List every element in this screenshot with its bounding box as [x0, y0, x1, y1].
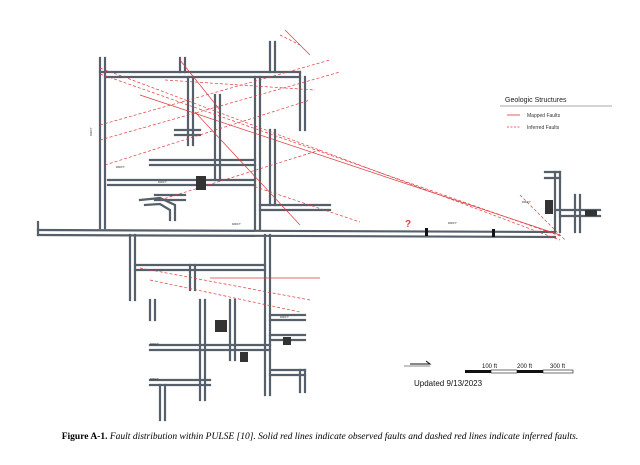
svg-text:DRIFT: DRIFT	[116, 165, 125, 169]
svg-text:DRIFT: DRIFT	[150, 342, 159, 346]
svg-text:DRIFT: DRIFT	[89, 127, 93, 136]
svg-text:DRIFT: DRIFT	[150, 377, 159, 381]
scale-label-100: 100 ft	[482, 364, 497, 370]
scale-label-300: 300 ft	[550, 364, 565, 370]
scale-label-200: 200 ft	[517, 364, 532, 370]
svg-text:DRIFT: DRIFT	[232, 222, 241, 226]
legend: Geologic Structures Mapped Faults Inferr…	[500, 97, 612, 131]
updated-date: Updated 9/13/2023	[414, 379, 483, 388]
figure-caption: Figure A-1. Fault distribution within PU…	[30, 432, 610, 443]
svg-text:DRIFT: DRIFT	[158, 180, 167, 184]
tunnel-network	[36, 40, 602, 422]
svg-text:DRIFT: DRIFT	[448, 221, 457, 225]
fault-lines	[99, 29, 566, 313]
legend-inferred-label: Inferred Faults	[527, 125, 560, 131]
drift-labels: DRIFT DRIFT DRIFT DRIFT DRIFT DRIFT DRIF…	[89, 127, 531, 381]
svg-text:DRIFT: DRIFT	[280, 315, 289, 319]
question-mark: ?	[405, 219, 411, 230]
caption-prefix: Figure A-1.	[61, 432, 108, 442]
svg-text:DRIFT: DRIFT	[522, 200, 531, 204]
scale-bar: 100 ft 200 ft 300 ft	[465, 364, 574, 374]
north-arrow-icon	[404, 360, 432, 367]
legend-title: Geologic Structures	[505, 97, 567, 104]
legend-mapped-label: Mapped Faults	[527, 113, 561, 119]
equipment-markers	[196, 176, 597, 362]
caption-text: Fault distribution within PULSE [10]. So…	[109, 432, 579, 442]
fault-map: DRIFT DRIFT DRIFT DRIFT DRIFT DRIFT DRIF…	[36, 29, 612, 422]
